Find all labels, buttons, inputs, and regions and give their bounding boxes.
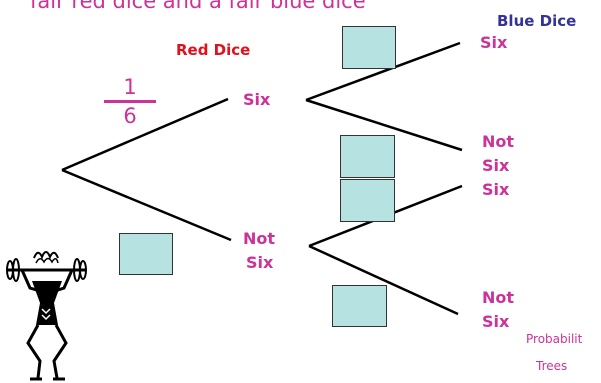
branch-not-six-to-not-six: [308, 244, 459, 316]
second-six-d-label: Six: [482, 312, 510, 331]
second-not-d-label: Not: [482, 288, 515, 307]
fraction-numerator: 1: [123, 75, 137, 99]
footer-line2: Trees: [536, 359, 568, 373]
blue-dice-label: Blue Dice: [497, 12, 577, 30]
branch-six-to-not-six: [305, 98, 463, 152]
first-not-label: Not: [243, 229, 276, 248]
footer-line1: Probabilit: [526, 332, 583, 346]
second-six-b-label: Six: [482, 156, 510, 175]
second-six-a-label: Six: [480, 33, 508, 52]
branch-root-to-six: [61, 97, 229, 172]
heading-text: fair red dice and a fair blue dice: [30, 0, 366, 13]
branch-root-to-not-six: [61, 168, 232, 242]
fraction-denominator: 6: [123, 104, 137, 128]
answer-box-5[interactable]: [332, 285, 387, 327]
probability-fraction: 1 6: [104, 76, 156, 127]
first-six-label: Six: [243, 90, 271, 109]
second-six-c-label: Six: [482, 180, 510, 199]
second-not-b-label: Not: [482, 132, 515, 151]
answer-box-2[interactable]: [340, 135, 395, 178]
branch-six-to-six: [305, 41, 461, 102]
weightlifter-icon: [6, 251, 87, 381]
red-dice-label: Red Dice: [176, 41, 251, 59]
answer-box-4[interactable]: [119, 233, 173, 275]
answer-box-1[interactable]: [342, 26, 396, 69]
answer-box-3[interactable]: [340, 179, 395, 222]
fraction-bar: [104, 100, 156, 103]
first-not-six-label: Six: [246, 253, 274, 272]
